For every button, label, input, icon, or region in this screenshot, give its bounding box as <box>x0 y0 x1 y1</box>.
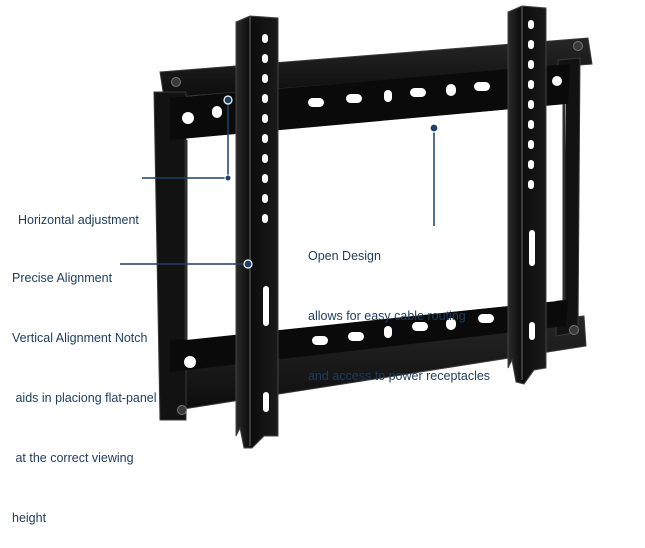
callout-line: and access to power receptacles <box>308 369 491 383</box>
rail-slots <box>182 76 562 368</box>
callout-line: Horizontal adjustment <box>18 213 139 227</box>
screw-icons <box>171 41 583 415</box>
callout-open-design: Open Design allows for easy cable routin… <box>308 206 490 406</box>
tv-mount-diagram <box>120 5 593 449</box>
right-vertical-arm <box>507 5 547 385</box>
callout-line: allows for easy cable routing <box>308 309 466 323</box>
left-vertical-arm <box>235 15 279 449</box>
leader-horizontal-adjustment <box>142 95 233 182</box>
callout-line: aids in placiong flat-panel <box>12 391 157 405</box>
callout-precise-alignment: Precise Alignment Vertical Alignment Not… <box>12 228 157 548</box>
callout-horizontal-adjustment: Horizontal adjustment <box>18 170 139 250</box>
callout-line: Precise Alignment <box>12 271 113 285</box>
leader-precise-alignment <box>120 259 253 269</box>
callout-line: height <box>12 511 47 525</box>
callout-line: Vertical Alignment Notch <box>12 331 148 345</box>
leader-open-design <box>429 123 439 226</box>
callout-line: at the correct viewing <box>12 451 134 465</box>
callout-line: Open Design <box>308 249 381 263</box>
